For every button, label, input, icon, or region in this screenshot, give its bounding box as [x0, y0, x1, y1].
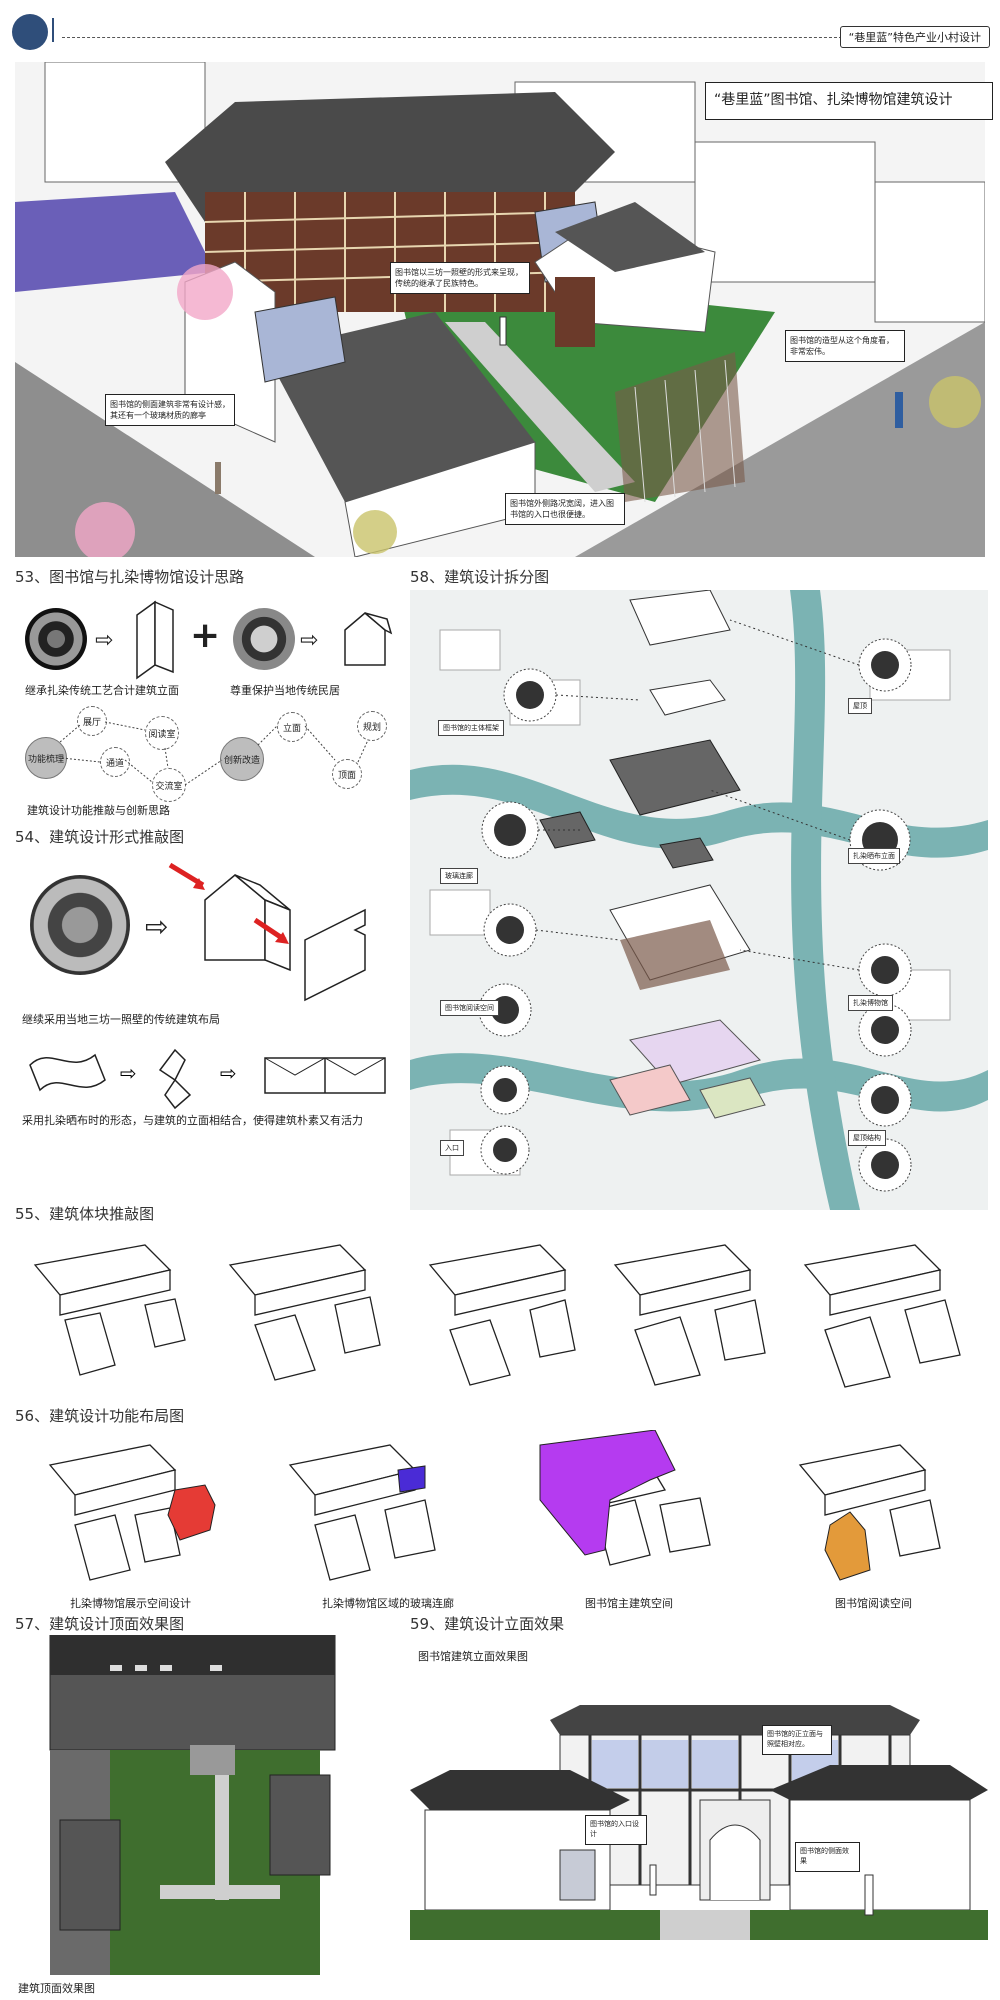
s56-caption-1: 扎染博物馆展示空间设计 — [70, 1597, 191, 1610]
top-view-render — [40, 1635, 370, 1975]
node-roof: 顶面 — [332, 759, 362, 789]
elevation-note-1: 图书馆的正立面与照壁相对应。 — [762, 1725, 832, 1755]
s57-caption: 建筑顶面效果图 — [18, 1982, 95, 1995]
function-area-reading — [824, 1511, 871, 1581]
house-block-sketch — [344, 612, 393, 666]
fabric-wave-sketch: ⇨ ⇨ — [29, 1048, 386, 1110]
explode-label-1: 图书馆的主体框架 — [438, 720, 504, 736]
svg-text:⇨: ⇨ — [220, 1061, 237, 1085]
s59-caption: 图书馆建筑立面效果图 — [418, 1650, 528, 1663]
section-58-title: 58、建筑设计拆分图 — [410, 568, 550, 586]
hero-note-1: 图书馆以三坊一照壁的形式来呈现，传统的继承了民族特色。 — [390, 262, 530, 295]
exploded-axonometric-drawing — [410, 590, 988, 1210]
logo — [12, 14, 48, 50]
node-passage: 通道 — [100, 747, 130, 777]
function-layout-diagrams — [48, 1430, 941, 1581]
section-55-title: 55、建筑体块推敲图 — [15, 1205, 155, 1223]
hero-title: “巷里蓝”图书馆、扎染博物馆建筑设计 — [705, 82, 993, 120]
project-tag: “巷里蓝”特色产业小村设计 — [839, 26, 990, 48]
section-56-title: 56、建筑设计功能布局图 — [15, 1407, 185, 1425]
s56-caption-2: 扎染博物馆区域的玻璃连廊 — [322, 1597, 454, 1610]
local-house-photo-circle — [233, 608, 295, 670]
s56-caption-3: 图书馆主建筑空间 — [585, 1597, 673, 1610]
explode-label-6: 扎染博物馆 — [848, 995, 893, 1011]
section-54-title: 54、建筑设计形式推敲图 — [15, 828, 185, 846]
function-area-exhibition — [167, 1484, 216, 1541]
s56-caption-4: 图书馆阅读空间 — [835, 1597, 912, 1610]
section-57-title: 57、建筑设计顶面效果图 — [15, 1615, 185, 1633]
elevation-drawing — [410, 1705, 988, 1940]
section-59-title: 59、建筑设计立面效果 — [410, 1615, 565, 1633]
function-area-glass-corridor — [397, 1465, 426, 1493]
plus-icon: + — [190, 615, 221, 656]
arrow-icon: ⇨ — [300, 628, 319, 653]
function-area-library-main — [539, 1430, 676, 1556]
explode-label-3: 玻璃连廊 — [440, 868, 478, 884]
node-exchange: 交流室 — [152, 768, 186, 802]
exploded-axonometric — [410, 590, 988, 1210]
hero-render-drawing — [15, 62, 985, 557]
logo-mark — [52, 18, 64, 42]
section-53-title: 53、图书馆与扎染博物馆设计思路 — [15, 568, 245, 586]
s54-caption-1: 继续采用当地三坊一照壁的传统建筑布局 — [22, 1013, 220, 1026]
elevation-render — [410, 1700, 988, 1940]
s53-caption-2: 尊重保护当地传统民居 — [230, 684, 340, 697]
explode-label-2: 屋顶 — [848, 698, 872, 714]
s53-caption-1: 继承扎染传统工艺合计建筑立面 — [25, 684, 179, 697]
elevation-note-2: 图书馆的入口设计 — [585, 1815, 647, 1845]
hero-note-3: 图书馆的侧面建筑非常有设计感，其还有一个玻璃材质的廊亭 — [105, 394, 235, 427]
hero-render — [15, 62, 985, 557]
elevation-note-3: 图书馆的侧面效果 — [795, 1842, 860, 1872]
s54-caption-2: 采用扎染晒布时的形态，与建筑的立面相结合，使得建筑朴素又有活力 — [22, 1114, 363, 1127]
explode-label-8: 屋顶结构 — [848, 1130, 886, 1146]
explode-label-5: 图书馆阅读空间 — [440, 1000, 499, 1016]
header-divider — [62, 37, 842, 38]
massing-study-row — [33, 1244, 961, 1388]
top-view-drawing — [49, 1635, 336, 1975]
hero-note-2: 图书馆的造型从这个角度看，非常宏伟。 — [785, 330, 905, 363]
s53-caption-3: 建筑设计功能推敲与创新思路 — [27, 804, 170, 817]
node-innovation: 创新改造 — [220, 737, 264, 781]
node-reading: 阅读室 — [145, 716, 179, 750]
arrow-icon: ⇨ — [145, 910, 169, 943]
flowchart-connectors — [59, 721, 369, 786]
hero-note-4: 图书馆外侧路况宽阔，进入图书馆的入口也很便捷。 — [505, 493, 625, 526]
tie-dye-pattern-circle — [25, 608, 87, 670]
node-exhibition: 展厅 — [77, 706, 107, 736]
explode-label-4: 扎染晒布立面 — [848, 848, 900, 864]
facade-panels-sketch — [136, 600, 174, 680]
svg-text:⇨: ⇨ — [120, 1061, 137, 1085]
explode-label-7: 入口 — [440, 1140, 464, 1156]
courtyard-photo-circle — [30, 875, 130, 975]
node-planning: 规划 — [357, 711, 387, 741]
form-study-sketch — [168, 862, 366, 1002]
arrow-icon: ⇨ — [95, 628, 114, 653]
